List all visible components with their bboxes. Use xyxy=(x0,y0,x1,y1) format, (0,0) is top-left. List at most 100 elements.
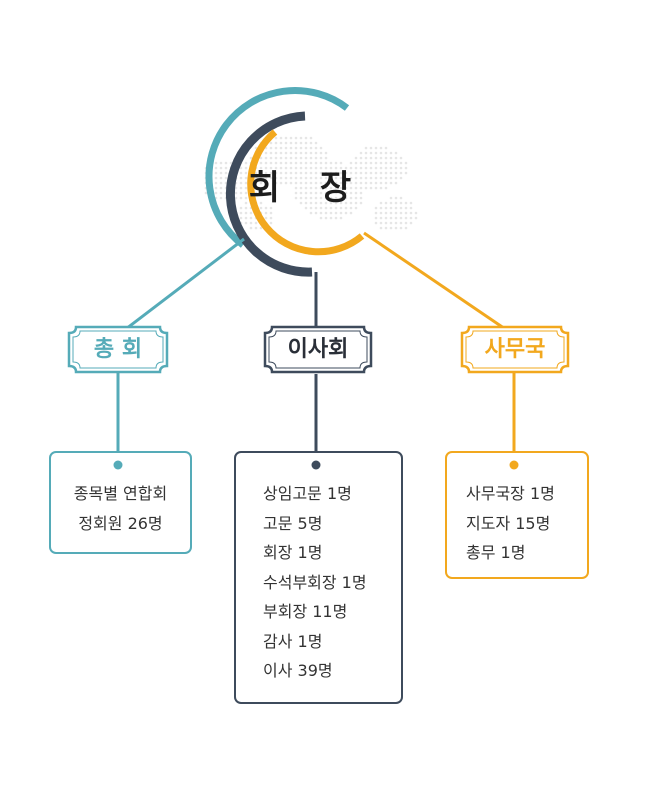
member-item: 총무 1명 xyxy=(466,543,526,562)
member-item: 이사 39명 xyxy=(263,661,333,680)
map-dot xyxy=(329,181,333,185)
map-dot xyxy=(319,161,323,165)
member-list-general: 종목별 연합회 정회원 26명 xyxy=(50,452,191,538)
map-dot xyxy=(239,166,243,170)
map-dot xyxy=(214,186,218,190)
map-dot xyxy=(219,196,223,200)
map-dot xyxy=(399,226,403,230)
map-dot xyxy=(224,161,228,165)
map-dot xyxy=(324,151,328,155)
map-dot xyxy=(354,161,358,165)
map-dot xyxy=(384,186,388,190)
map-dot xyxy=(354,181,358,185)
map-dot xyxy=(309,191,313,195)
map-dot xyxy=(344,201,348,205)
map-dot xyxy=(354,201,358,205)
connector-root-general xyxy=(117,237,245,337)
map-dot xyxy=(324,191,328,195)
map-dot xyxy=(234,196,238,200)
map-dot xyxy=(279,161,283,165)
tag-general: 총 회 xyxy=(69,326,167,374)
map-dot xyxy=(269,206,273,210)
map-dot xyxy=(279,141,283,145)
map-dot xyxy=(369,146,373,150)
map-dot xyxy=(244,176,248,180)
map-dot xyxy=(294,136,298,140)
map-dot xyxy=(254,181,258,185)
map-dot xyxy=(259,156,263,160)
map-dot xyxy=(349,206,353,210)
map-dot xyxy=(309,206,313,210)
map-dot xyxy=(299,186,303,190)
map-dot xyxy=(264,206,268,210)
map-dot xyxy=(314,181,318,185)
map-dot xyxy=(274,146,278,150)
map-dot xyxy=(329,196,333,200)
map-dot xyxy=(389,221,393,225)
map-dot xyxy=(399,171,403,175)
member-list-board: 상임고문 1명 고문 5명 회장 1명 수석부회장 1명 부회장 11명 감사 … xyxy=(235,452,402,686)
map-dot xyxy=(269,216,273,220)
map-dot xyxy=(264,216,268,220)
map-dot xyxy=(269,151,273,155)
box-frame-board xyxy=(234,451,403,704)
map-dot xyxy=(289,151,293,155)
map-dot xyxy=(379,206,383,210)
map-dot xyxy=(239,186,243,190)
member-item: 고문 5명 xyxy=(263,513,323,533)
map-dot xyxy=(314,196,318,200)
map-dot xyxy=(224,171,228,175)
map-dot xyxy=(254,221,258,225)
root-title: 회 장 xyxy=(248,168,366,208)
map-dot xyxy=(219,166,223,170)
map-dot xyxy=(279,156,283,160)
map-dot xyxy=(379,151,383,155)
map-dot xyxy=(329,211,333,215)
map-dot xyxy=(339,161,343,165)
box-general: 종목별 연합회 정회원 26명 xyxy=(50,452,191,553)
map-dot xyxy=(324,176,328,180)
map-dot xyxy=(334,166,338,170)
map-dot xyxy=(269,146,273,150)
map-dot xyxy=(344,166,348,170)
map-dot xyxy=(329,166,333,170)
map-dot xyxy=(294,186,298,190)
map-dot xyxy=(369,156,373,160)
box-frame-general xyxy=(49,451,192,554)
member-item: 지도자 15명 xyxy=(466,513,551,533)
map-dot xyxy=(374,221,378,225)
map-dot xyxy=(339,166,343,170)
map-dot xyxy=(314,156,318,160)
map-dot xyxy=(399,176,403,180)
map-dot xyxy=(224,166,228,170)
map-dot xyxy=(314,161,318,165)
map-dot xyxy=(304,176,308,180)
map-dot xyxy=(259,186,263,190)
map-dot xyxy=(399,156,403,160)
map-dot xyxy=(394,156,398,160)
map-dot xyxy=(389,211,393,215)
member-list-secretariat: 사무국장 1명 지도자 15명 총무 1명 xyxy=(446,452,588,568)
map-dot xyxy=(399,206,403,210)
map-dot xyxy=(404,216,408,220)
map-dot xyxy=(254,226,258,230)
map-dot xyxy=(304,166,308,170)
map-dot xyxy=(334,211,338,215)
map-dot xyxy=(409,206,413,210)
tag-frame-board xyxy=(263,325,373,374)
map-dot xyxy=(384,146,388,150)
map-dot xyxy=(404,171,408,175)
map-dot xyxy=(309,181,313,185)
map-dot xyxy=(389,216,393,220)
map-dot xyxy=(294,156,298,160)
map-dot xyxy=(369,176,373,180)
map-dot xyxy=(334,171,338,175)
map-dot xyxy=(294,181,298,185)
map-dot xyxy=(374,171,378,175)
map-dot xyxy=(354,166,358,170)
map-dot xyxy=(314,176,318,180)
map-dot xyxy=(334,191,338,195)
map-dot xyxy=(359,181,363,185)
map-dot xyxy=(309,211,313,215)
map-dot xyxy=(309,186,313,190)
